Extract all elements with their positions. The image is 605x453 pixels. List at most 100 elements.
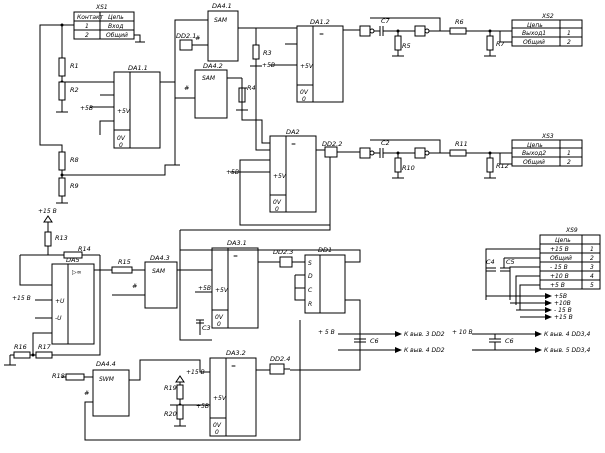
da32-label: DA3.2 (226, 349, 246, 357)
da42-label: DA4.2 (203, 62, 223, 70)
dd23-label: DD2.3 (273, 248, 293, 256)
opamp-da1-2: DA1.2 +5V 0V 0 = +5В (262, 18, 360, 103)
rail-5v: +5В (554, 293, 567, 300)
da12-5v: +5В (262, 62, 275, 69)
xs9-r2v: Общий (550, 255, 572, 262)
xs9-r5v: +5 В (550, 282, 565, 289)
c7-label: C7 (381, 17, 391, 25)
output-chain-2: C2 R10 R11 R12 (359, 139, 512, 179)
da11-zero: 0 (119, 142, 123, 149)
da32-eq: = (231, 363, 236, 370)
da5-label: DA5 (66, 256, 80, 264)
switch-da4-4: DA4.4 SWM R18 # (52, 320, 301, 441)
xs2-r1n: 1 (567, 30, 571, 37)
xs3-r2n: 2 (567, 159, 571, 166)
r1-label: R1 (70, 62, 79, 70)
dd22-label: DD2.2 (322, 140, 342, 148)
xs1-r1n: 1 (85, 23, 89, 30)
xs3-r1v: Выход2 (522, 150, 546, 157)
output-chain-1: C7 R5 R6 R7 (359, 17, 512, 57)
opamp-da5: +15 В R13 R14 DA5 ▷∞ +U -U +15 В R16 R17 (4, 208, 112, 366)
xs2-h1: Цепь (527, 22, 543, 29)
xs1-h1: Контакт (77, 14, 104, 21)
r11-label: R11 (455, 140, 468, 148)
xs9-r4v: +10 В (550, 273, 569, 280)
da2-5v: +5В (226, 169, 239, 176)
da11-0v: 0V (117, 135, 126, 142)
rail-10v: +10В (554, 300, 571, 307)
da43-sam: SAM (152, 268, 166, 275)
da32-5v: +5В (196, 403, 209, 410)
resistor-r3: R3 (250, 27, 290, 67)
da2-zero: 0 (275, 206, 279, 213)
da32-zero: 0 (215, 429, 219, 436)
da44-swm: SWM (99, 376, 115, 383)
power-notes: + 5 В К выв. 3 DD2 C6 К выв. 4 DD2 + 10 … (318, 329, 590, 354)
da31-eq: = (233, 253, 238, 260)
da31-plus5v: +5V (215, 287, 229, 294)
note-dd2-3: К выв. 3 DD2 (404, 331, 445, 338)
da2-0v: 0V (273, 199, 282, 206)
da2-label: DA2 (286, 128, 300, 136)
connector-xs2: XS2 Цепь Выход1 1 Общий 2 (511, 13, 583, 47)
hash1: # (195, 34, 201, 42)
da11-plus5v: +5V (117, 108, 131, 115)
connector-xs1: XS1 Контакт Цепь 1 Вход 2 Общий (73, 4, 135, 40)
dd24-label: DD2.4 (270, 355, 290, 363)
c5-label: C5 (506, 258, 515, 266)
dd1-d: D (308, 273, 313, 280)
xs9-r5n: 5 (590, 282, 594, 289)
xs3-title: XS3 (541, 133, 554, 140)
xs9-h1: Цепь (555, 237, 571, 244)
note-dd2-4: К выв. 4 DD2 (404, 347, 445, 354)
c6b-label: C6 (505, 337, 514, 345)
da42-sam: SAM (202, 75, 216, 82)
xs3-h1: Цепь (527, 142, 543, 149)
da41-label: DA4.1 (212, 2, 232, 10)
da31-0v: 0V (215, 314, 224, 321)
xs9-r4n: 4 (590, 273, 594, 280)
da2-eq: = (291, 141, 296, 148)
connector-xs9: XS9 Цепь +15 В 1 Общий 2 - 15 В 3 +10 В … (485, 227, 601, 321)
r19-label: R19 (164, 384, 177, 392)
c6a-label: C6 (370, 337, 379, 345)
dd1-s: S (308, 260, 312, 267)
switch-da4-2: DA4.2 SAM # R4 (175, 62, 256, 119)
r15-label: R15 (118, 258, 131, 266)
r10-label: R10 (402, 164, 415, 172)
note-5v: + 5 В (318, 329, 335, 336)
connector-xs3: XS3 Цепь Выход2 1 Общий 2 (511, 133, 583, 167)
hash3: # (132, 282, 138, 290)
da5-p15: +15 В (12, 295, 31, 302)
xs3-r1n: 1 (567, 150, 571, 157)
note-dd34-4: К выв. 4 DD3,4 (544, 331, 590, 338)
logic-dd1: DD2.3 DD1 S D C R (180, 246, 361, 371)
hash4: # (84, 389, 90, 397)
r16-label: R16 (14, 343, 27, 351)
c3-label: C3 (202, 324, 211, 332)
r18-label: R18 (52, 372, 65, 380)
dd1-c: C (308, 287, 313, 294)
note-10v: + 10 В (452, 329, 473, 336)
opamp-da3-2: DA3.2 = +5V 0V 0 +15 В R19 R20 +5В DD2.4 (164, 349, 290, 437)
r9-label: R9 (70, 182, 79, 190)
da12-0v: 0V (300, 89, 309, 96)
xs9-r3v: - 15 В (550, 264, 568, 271)
da43-label: DA4.3 (150, 254, 170, 262)
da2-plus5v: +5V (273, 173, 287, 180)
r2-label: R2 (70, 86, 79, 94)
c2-label: C2 (381, 139, 390, 147)
xs9-r1n: 1 (590, 246, 594, 253)
da32-plus5v: +5V (213, 395, 227, 402)
da31-zero: 0 (217, 321, 221, 328)
da5-inf: ▷∞ (72, 269, 82, 276)
xs1-r2n: 2 (85, 32, 89, 39)
dd21-label: DD2.1 (176, 32, 196, 40)
hash2: # (184, 84, 190, 92)
r13-label: R13 (55, 234, 68, 242)
rail-m15v: - 15 В (554, 307, 572, 314)
r5-label: R5 (402, 42, 411, 50)
xs3-r2v: Общий (523, 159, 545, 166)
xs2-r2n: 2 (567, 39, 571, 46)
